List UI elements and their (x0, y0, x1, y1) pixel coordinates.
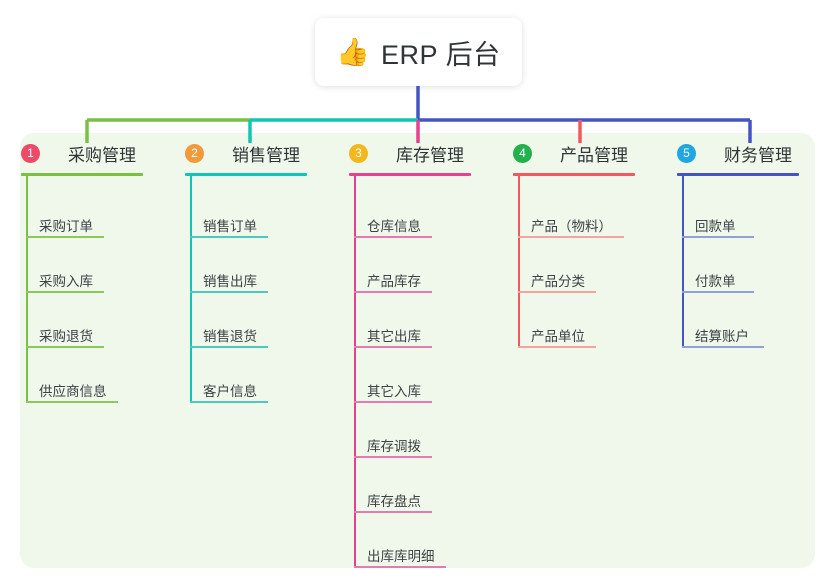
leaf-label[interactable]: 采购退货 (39, 329, 93, 344)
branch-title-4: 产品管理 (560, 145, 628, 165)
leaf-label[interactable]: 客户信息 (203, 384, 257, 399)
leaf-underline (354, 236, 432, 238)
branch-column-3: 3 库存管理仓库信息产品库存其它出库其它入库库存调拨库存盘点出库库明细 (349, 140, 471, 568)
leaf-underline (354, 401, 432, 403)
leaf-underline (190, 291, 268, 293)
branch-underline-1 (21, 173, 143, 176)
branch-underline-5 (677, 173, 799, 176)
branch-badge-3: 3 (349, 144, 368, 163)
branch-title-5: 财务管理 (724, 145, 792, 165)
branch-spine-4 (518, 173, 520, 346)
leaf-label[interactable]: 产品分类 (531, 274, 585, 289)
leaf-underline (190, 236, 268, 238)
leaf-label[interactable]: 仓库信息 (367, 219, 421, 234)
leaf-underline (682, 291, 754, 293)
leaf-label[interactable]: 销售订单 (203, 219, 257, 234)
root-node-title: ERP 后台 (381, 39, 501, 70)
leaf-underline (26, 401, 118, 403)
leaf-underline (354, 456, 432, 458)
leaf-underline (26, 346, 104, 348)
thumbs-up-icon: 👍 (336, 36, 371, 67)
leaf-label[interactable]: 库存盘点 (367, 494, 421, 509)
branch-header-2[interactable]: 2 销售管理 (185, 140, 300, 166)
branch-badge-2: 2 (185, 144, 204, 163)
branch-column-4: 4 产品管理产品（物料） 产品分类产品单位 (513, 140, 635, 348)
leaf-label[interactable]: 销售出库 (203, 274, 257, 289)
leaf-underline (26, 291, 104, 293)
leaf-label[interactable]: 产品（物料） (531, 219, 612, 234)
leaf-underline (354, 291, 432, 293)
branch-spine-1 (26, 173, 28, 401)
branch-header-3[interactable]: 3 库存管理 (349, 140, 464, 166)
leaf-label[interactable]: 付款单 (695, 274, 736, 289)
leaf-underline (354, 346, 432, 348)
leaf-label[interactable]: 结算账户 (695, 329, 749, 344)
leaf-label[interactable]: 出库库明细 (367, 549, 435, 564)
branch-badge-5: 5 (677, 144, 696, 163)
leaf-underline (190, 346, 268, 348)
branch-spine-3 (354, 173, 356, 566)
root-node-card[interactable]: 👍 ERP 后台 (315, 18, 522, 86)
leaf-label[interactable]: 回款单 (695, 219, 736, 234)
branch-columns: 1 采购管理采购订单采购入库采购退货供应商信息 2 销售管理销售订单销售出库销售退货客… (0, 140, 839, 580)
branch-title-3: 库存管理 (396, 145, 464, 165)
leaf-label[interactable]: 产品库存 (367, 274, 421, 289)
leaf-label[interactable]: 其它出库 (367, 329, 421, 344)
branch-spine-2 (190, 173, 192, 401)
leaf-label[interactable]: 销售退货 (203, 329, 257, 344)
branch-header-5[interactable]: 5 财务管理 (677, 140, 792, 166)
leaf-underline (518, 291, 596, 293)
branch-spine-5 (682, 173, 684, 346)
leaf-underline (682, 236, 754, 238)
leaf-underline (518, 236, 624, 238)
leaf-underline (190, 401, 268, 403)
leaf-underline (354, 511, 432, 513)
branch-badge-1: 1 (21, 144, 40, 163)
leaf-label[interactable]: 采购入库 (39, 274, 93, 289)
branch-column-2: 2 销售管理销售订单销售出库销售退货客户信息 (185, 140, 307, 403)
branch-underline-2 (185, 173, 307, 176)
leaf-label[interactable]: 其它入库 (367, 384, 421, 399)
branch-column-1: 1 采购管理采购订单采购入库采购退货供应商信息 (21, 140, 143, 403)
branch-title-2: 销售管理 (232, 145, 300, 165)
leaf-underline (682, 346, 764, 348)
leaf-underline (26, 236, 104, 238)
branch-underline-3 (349, 173, 471, 176)
leaf-underline (354, 566, 446, 568)
branch-header-1[interactable]: 1 采购管理 (21, 140, 136, 166)
leaf-underline (518, 346, 596, 348)
leaf-label[interactable]: 产品单位 (531, 329, 585, 344)
leaf-label[interactable]: 采购订单 (39, 219, 93, 234)
leaf-label[interactable]: 库存调拨 (367, 439, 421, 454)
branch-badge-4: 4 (513, 144, 532, 163)
branch-underline-4 (513, 173, 635, 176)
branch-header-4[interactable]: 4 产品管理 (513, 140, 628, 166)
branch-title-1: 采购管理 (68, 145, 136, 165)
branch-column-5: 5 财务管理回款单付款单结算账户 (677, 140, 799, 348)
leaf-label[interactable]: 供应商信息 (39, 384, 107, 399)
